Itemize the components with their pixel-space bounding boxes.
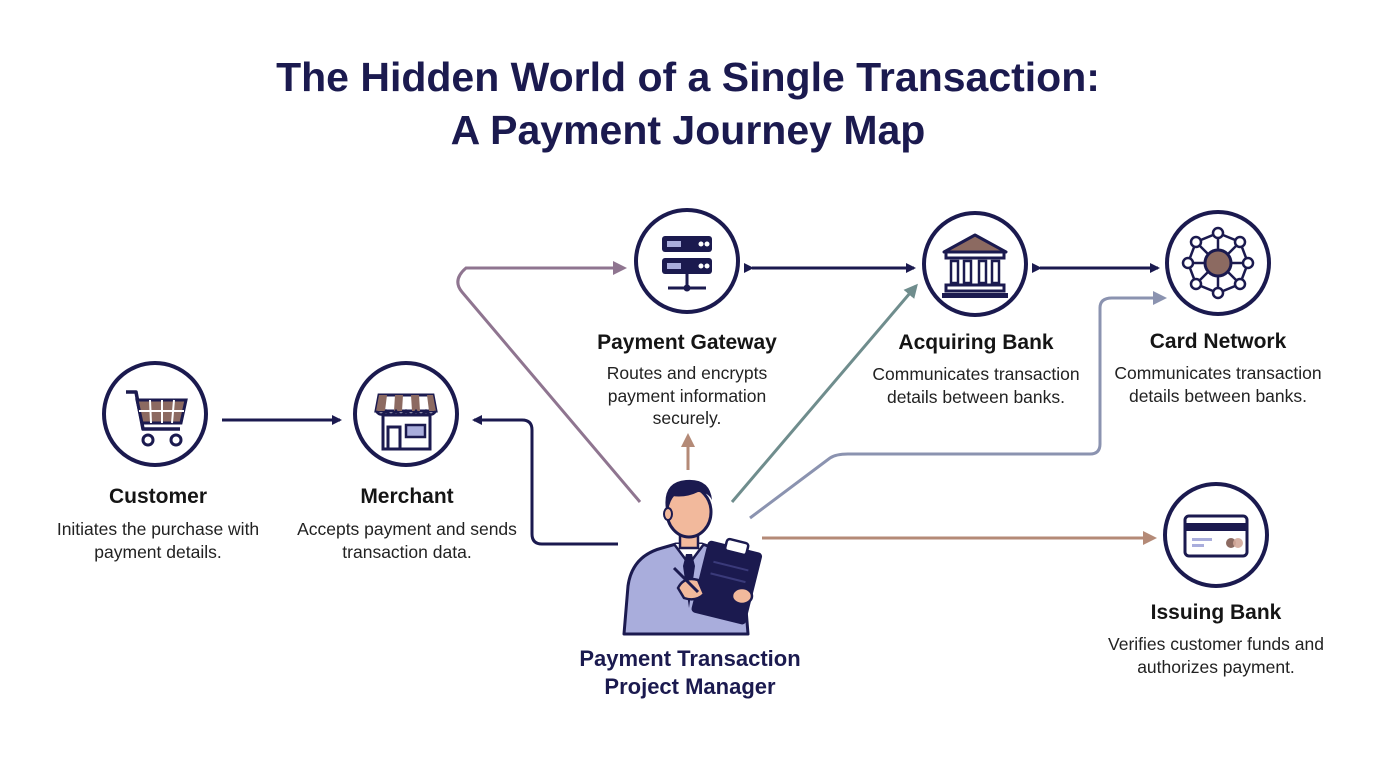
card-network-node bbox=[1165, 210, 1271, 316]
payment-gateway-title: Payment Gateway bbox=[597, 331, 777, 354]
merchant-node bbox=[353, 361, 459, 467]
arrow-manager-to-gateway bbox=[456, 261, 642, 503]
network-icon bbox=[1181, 226, 1255, 300]
card-network-description: Communicates transaction details between… bbox=[1114, 363, 1322, 406]
merchant-title: Merchant bbox=[360, 485, 454, 508]
payment-gateway-node bbox=[634, 208, 740, 314]
shopping-cart-icon bbox=[126, 390, 188, 447]
issuing-bank-node bbox=[1163, 482, 1269, 588]
page-title-line-1: The Hidden World of a Single Transaction… bbox=[276, 54, 1100, 100]
merchant-description: Accepts payment and sends transaction da… bbox=[297, 519, 517, 562]
arrow-manager-to-acquiring bbox=[730, 283, 918, 503]
person-with-clipboard-icon bbox=[622, 479, 763, 636]
acquiring-bank-node bbox=[922, 211, 1028, 317]
acquiring-bank-title: Acquiring Bank bbox=[898, 331, 1054, 354]
customer-node bbox=[102, 361, 208, 467]
customer-description: Initiates the purchase with payment deta… bbox=[56, 519, 260, 562]
card-network-title: Card Network bbox=[1149, 330, 1287, 353]
manager-title-line-1: Payment Transaction bbox=[579, 646, 801, 671]
customer-title: Customer bbox=[108, 485, 208, 508]
arrow-manager-to-network bbox=[749, 291, 1167, 520]
storefront-icon bbox=[374, 393, 438, 451]
server-icon bbox=[662, 236, 712, 292]
acquiring-bank-description: Communicates transaction details between… bbox=[872, 364, 1080, 407]
issuing-bank-title: Issuing Bank bbox=[1150, 601, 1282, 624]
arrow-manager-to-merchant bbox=[472, 415, 618, 546]
manager-title-line-2: Project Manager bbox=[604, 674, 776, 699]
issuing-bank-description: Verifies customer funds and authorizes p… bbox=[1108, 634, 1324, 677]
page-title-line-2: A Payment Journey Map bbox=[450, 107, 926, 153]
payment-gateway-description: Routes and encrypts payment information … bbox=[606, 363, 768, 428]
credit-card-icon bbox=[1183, 514, 1249, 558]
bank-icon bbox=[942, 233, 1008, 298]
